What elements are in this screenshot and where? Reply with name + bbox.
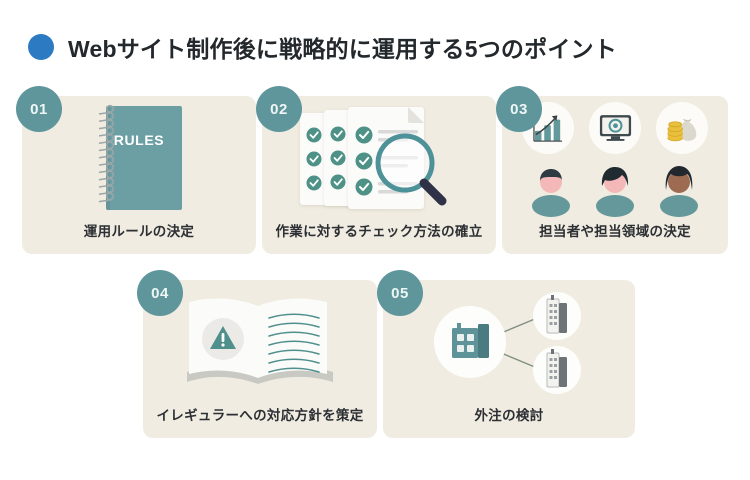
outsourcing-icon xyxy=(426,290,592,394)
checklist-documents-icon xyxy=(294,103,464,213)
page-header: Webサイト制作後に戦略的に運用する5つのポイント xyxy=(28,30,617,64)
step-label-01: 運用ルールの決定 xyxy=(83,224,195,239)
bar-chart-icon xyxy=(522,102,574,154)
step-card-05[interactable]: 05 xyxy=(377,270,635,438)
main-building xyxy=(452,323,489,358)
step-label-04: イレギュラーへの対応方針を策定 xyxy=(156,408,364,423)
step-label-05: 外注の検討 xyxy=(474,408,544,423)
spiral-binding-icon xyxy=(98,104,114,203)
step-card-03[interactable]: 03 xyxy=(496,86,728,254)
step-art-04 xyxy=(143,288,377,396)
step-badge-03: 03 xyxy=(496,86,542,132)
bullet-icon xyxy=(28,34,54,60)
step-badge-02: 02 xyxy=(256,86,302,132)
step-label-02: 作業に対するチェック方法の確立 xyxy=(275,224,483,239)
page-title: Webサイト制作後に戦略的に運用する5つのポイント xyxy=(68,36,617,62)
notebook-label: RULES xyxy=(113,132,165,148)
person-avatar-2 xyxy=(596,167,634,217)
magnifier-icon xyxy=(375,133,447,206)
step-art-03 xyxy=(502,102,728,217)
step-card-04[interactable]: 04 xyxy=(137,270,377,438)
step-art-05 xyxy=(383,288,635,396)
open-book-icon xyxy=(183,294,337,390)
step-card-01[interactable]: 01 RULES xyxy=(16,86,256,254)
step-art-02 xyxy=(262,104,496,212)
money-bag-icon xyxy=(656,102,708,154)
notebook-icon: RULES xyxy=(96,104,182,210)
step-badge-05: 05 xyxy=(377,270,423,316)
step-badge-04: 04 xyxy=(137,270,183,316)
person-avatar-3 xyxy=(660,166,698,217)
monitor-icon xyxy=(589,102,641,154)
step-badge-01: 01 xyxy=(16,86,62,132)
partner-building-2 xyxy=(546,349,567,388)
person-avatar-1 xyxy=(532,169,570,217)
partner-building-1 xyxy=(546,295,567,334)
team-roles-icon xyxy=(522,102,708,217)
step-card-02[interactable]: 02 xyxy=(256,86,496,254)
step-label-03: 担当者や担当領域の決定 xyxy=(539,224,691,239)
step-art-01: RULES xyxy=(22,104,256,212)
